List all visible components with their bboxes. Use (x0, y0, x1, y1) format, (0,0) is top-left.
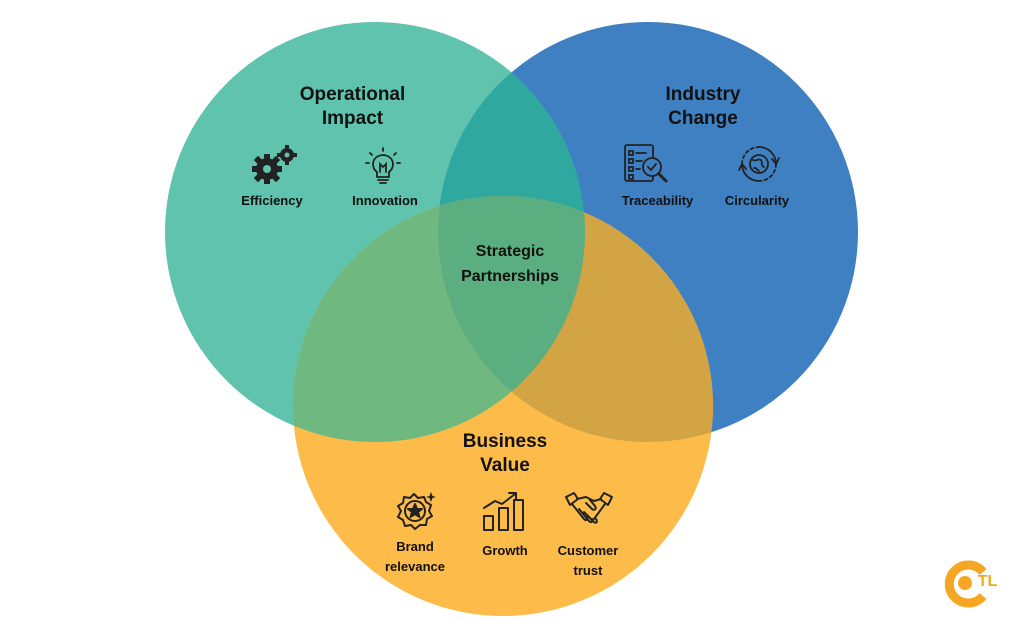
center-line2: Partnerships (461, 268, 559, 285)
center-line1: Strategic (475, 243, 545, 260)
handshake-icon (565, 492, 613, 524)
customer-trust-label: Customer trust (538, 543, 638, 580)
business-title-line1: Business (462, 431, 548, 452)
operational-title-line1: Operational (299, 84, 406, 105)
gears-icon (252, 145, 297, 184)
recycle-globe-icon (738, 146, 780, 182)
checklist-magnifier-icon (624, 144, 668, 183)
traceability-label: Traceability (621, 193, 694, 208)
logo-text: TL (977, 573, 998, 590)
operational-impact-title: Operational Impact (270, 83, 435, 131)
logo-ring-icon (944, 560, 987, 608)
innovation-label: Innovation (352, 193, 418, 208)
company-logo: TL (941, 558, 1001, 608)
brand-line2: relevance (385, 559, 445, 575)
strategic-partnerships-label: Strategic Partnerships (430, 242, 590, 287)
brand-line1: Brand (396, 539, 434, 554)
circularity-label: Circularity (724, 193, 790, 208)
lightbulb-icon (365, 147, 401, 184)
customer-line2: trust (573, 563, 603, 579)
business-title-line2: Value (480, 454, 530, 476)
business-value-title: Business Value (430, 430, 580, 478)
industry-title-line2: Change (668, 107, 738, 129)
industry-change-title: Industry Change (628, 83, 778, 131)
star-badge-icon (397, 492, 436, 530)
industry-title-line1: Industry (665, 84, 741, 105)
growth-label: Growth (482, 543, 528, 558)
operational-title-line2: Impact (321, 107, 384, 129)
brand-relevance-label: Brand relevance (365, 539, 465, 576)
customer-line1: Customer (557, 543, 619, 558)
efficiency-label: Efficiency (241, 193, 303, 208)
growth-chart-icon (483, 492, 524, 531)
